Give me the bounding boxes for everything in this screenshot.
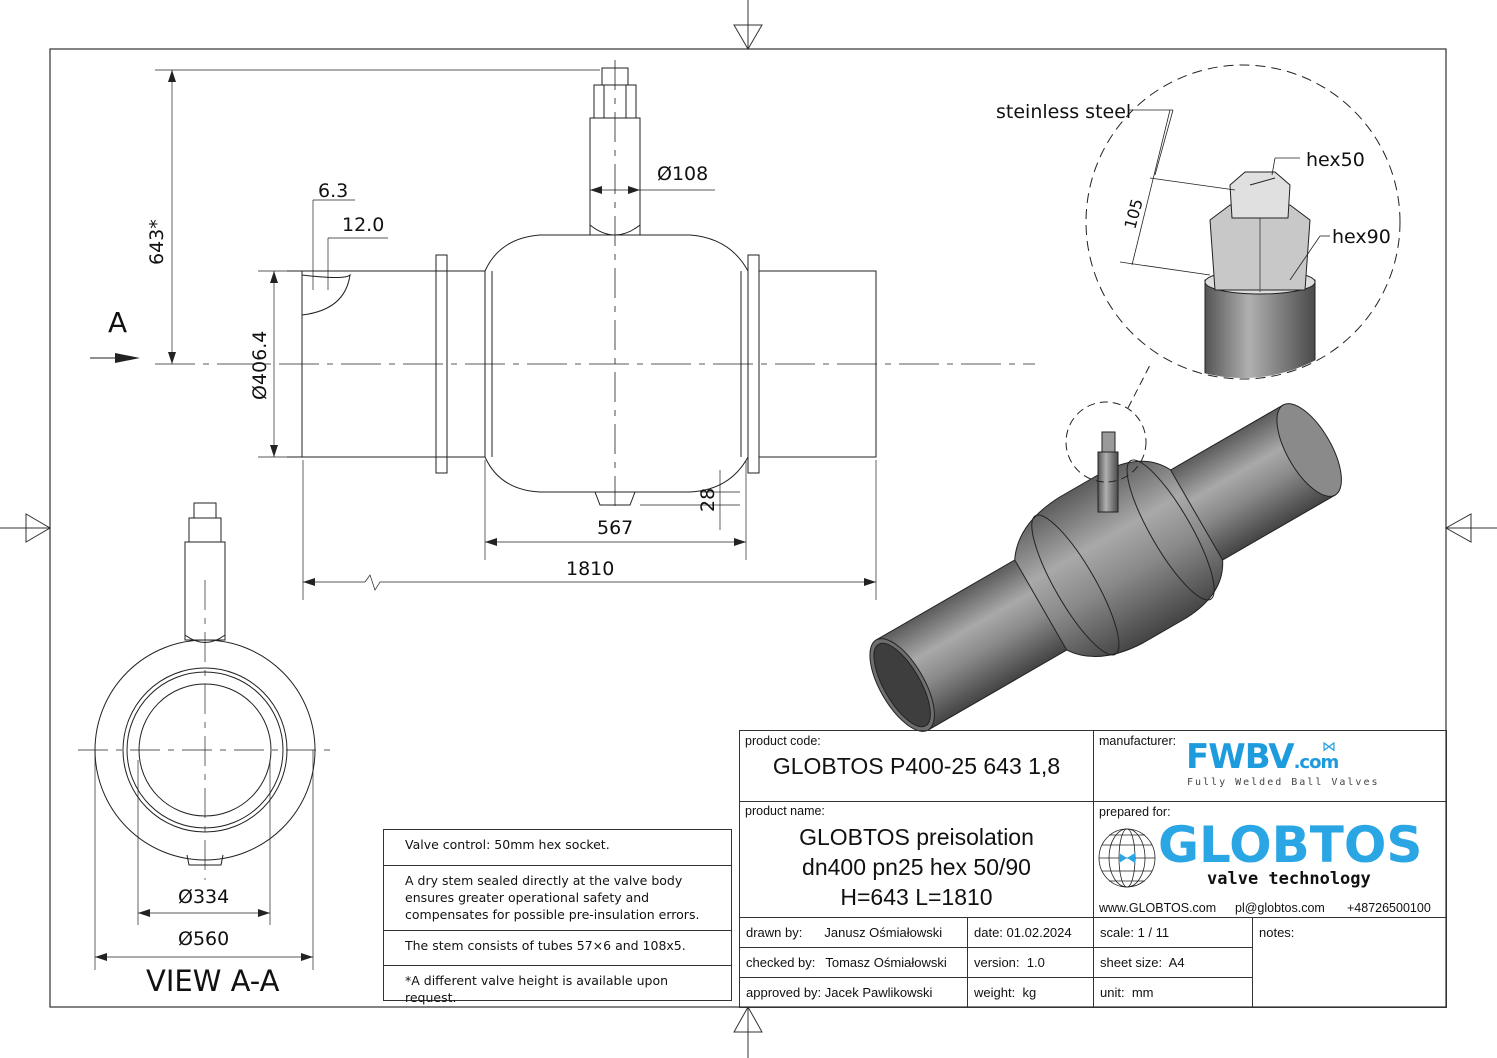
dim-334: Ø334 xyxy=(178,886,229,908)
phone: +48726500100 xyxy=(1347,901,1431,915)
note-1: Valve control: 50mm hex socket. xyxy=(383,829,732,866)
detail-hex90: hex90 xyxy=(1332,226,1391,248)
front-view xyxy=(155,60,1035,600)
detail-view xyxy=(1085,64,1401,380)
dim-overall-length: 1810 xyxy=(566,558,614,580)
dim-pipe-diameter: Ø406.4 xyxy=(249,331,271,400)
product-name-line-2: dn400 pn25 hex 50/90 xyxy=(802,854,1031,880)
iso-stem-cap xyxy=(1101,431,1116,453)
website-link[interactable]: www.GLOBTOS.com xyxy=(1099,901,1217,915)
prepared-for-label: prepared for: xyxy=(1099,805,1171,819)
product-name-line-1: GLOBTOS preisolation xyxy=(799,824,1034,850)
globe-icon xyxy=(1098,828,1156,888)
dimension-arrows xyxy=(115,70,876,586)
detail-hex50: hex50 xyxy=(1306,149,1365,171)
version-cell: version: 1.0 xyxy=(967,947,1094,978)
product-name-label: product name: xyxy=(745,804,825,818)
scale-cell: scale: 1 / 11 xyxy=(1093,917,1253,948)
notes-cell: notes: xyxy=(1252,917,1447,1008)
unit-cell: unit: mm xyxy=(1093,977,1253,1008)
view-a-label: A xyxy=(108,306,127,339)
note-4: *A different valve height is available u… xyxy=(383,965,732,1005)
dim-bottom-offset: 28 xyxy=(697,488,719,512)
dim-body-length: 567 xyxy=(597,517,633,539)
section-dimension-arrows xyxy=(95,909,313,961)
dim-stem-diameter: Ø108 xyxy=(657,163,708,185)
sheet-size-cell: sheet size: A4 xyxy=(1093,947,1253,978)
fwbv-tagline: Fully Welded Ball Valves xyxy=(1187,777,1380,788)
weight-cell: weight: kg xyxy=(967,977,1094,1008)
dim-wall: 6.3 xyxy=(318,180,348,202)
note-3: The stem consists of tubes 57×6 and 108x… xyxy=(383,930,732,966)
product-code-label: product code: xyxy=(745,734,821,748)
dim-height: 643* xyxy=(146,219,168,265)
globtos-tagline: valve technology xyxy=(1207,869,1371,889)
drawn-by-cell: drawn by:Janusz Ośmiałowski xyxy=(739,917,968,948)
email-link[interactable]: pl@globtos.com xyxy=(1235,901,1325,915)
checked-by-cell: checked by:Tomasz Ośmiałowski xyxy=(739,947,968,978)
valve-icon: ⋈ xyxy=(1322,739,1336,755)
globtos-logo: GLOBTOS xyxy=(1158,816,1423,874)
manufacturer-label: manufacturer: xyxy=(1099,734,1177,748)
approved-by-cell: approved by: Jacek Pawlikowski xyxy=(739,977,968,1008)
note-2: A dry stem sealed directly at the valve … xyxy=(383,865,732,931)
isometric-view xyxy=(869,403,1342,732)
view-aa-title: VIEW A-A xyxy=(146,964,280,998)
dim-bevel: 12.0 xyxy=(342,214,384,236)
detail-material: steinless steel xyxy=(996,101,1131,123)
date-cell: date: 01.02.2024 xyxy=(967,917,1094,948)
product-code: GLOBTOS P400-25 643 1,8 xyxy=(772,753,1061,779)
detail-marker-circle xyxy=(1065,401,1147,483)
product-name-line-3: H=643 L=1810 xyxy=(840,884,993,910)
section-view-aa xyxy=(78,502,330,970)
dim-560: Ø560 xyxy=(178,928,229,950)
fwbv-logo: FWBV.com xyxy=(1186,737,1339,777)
